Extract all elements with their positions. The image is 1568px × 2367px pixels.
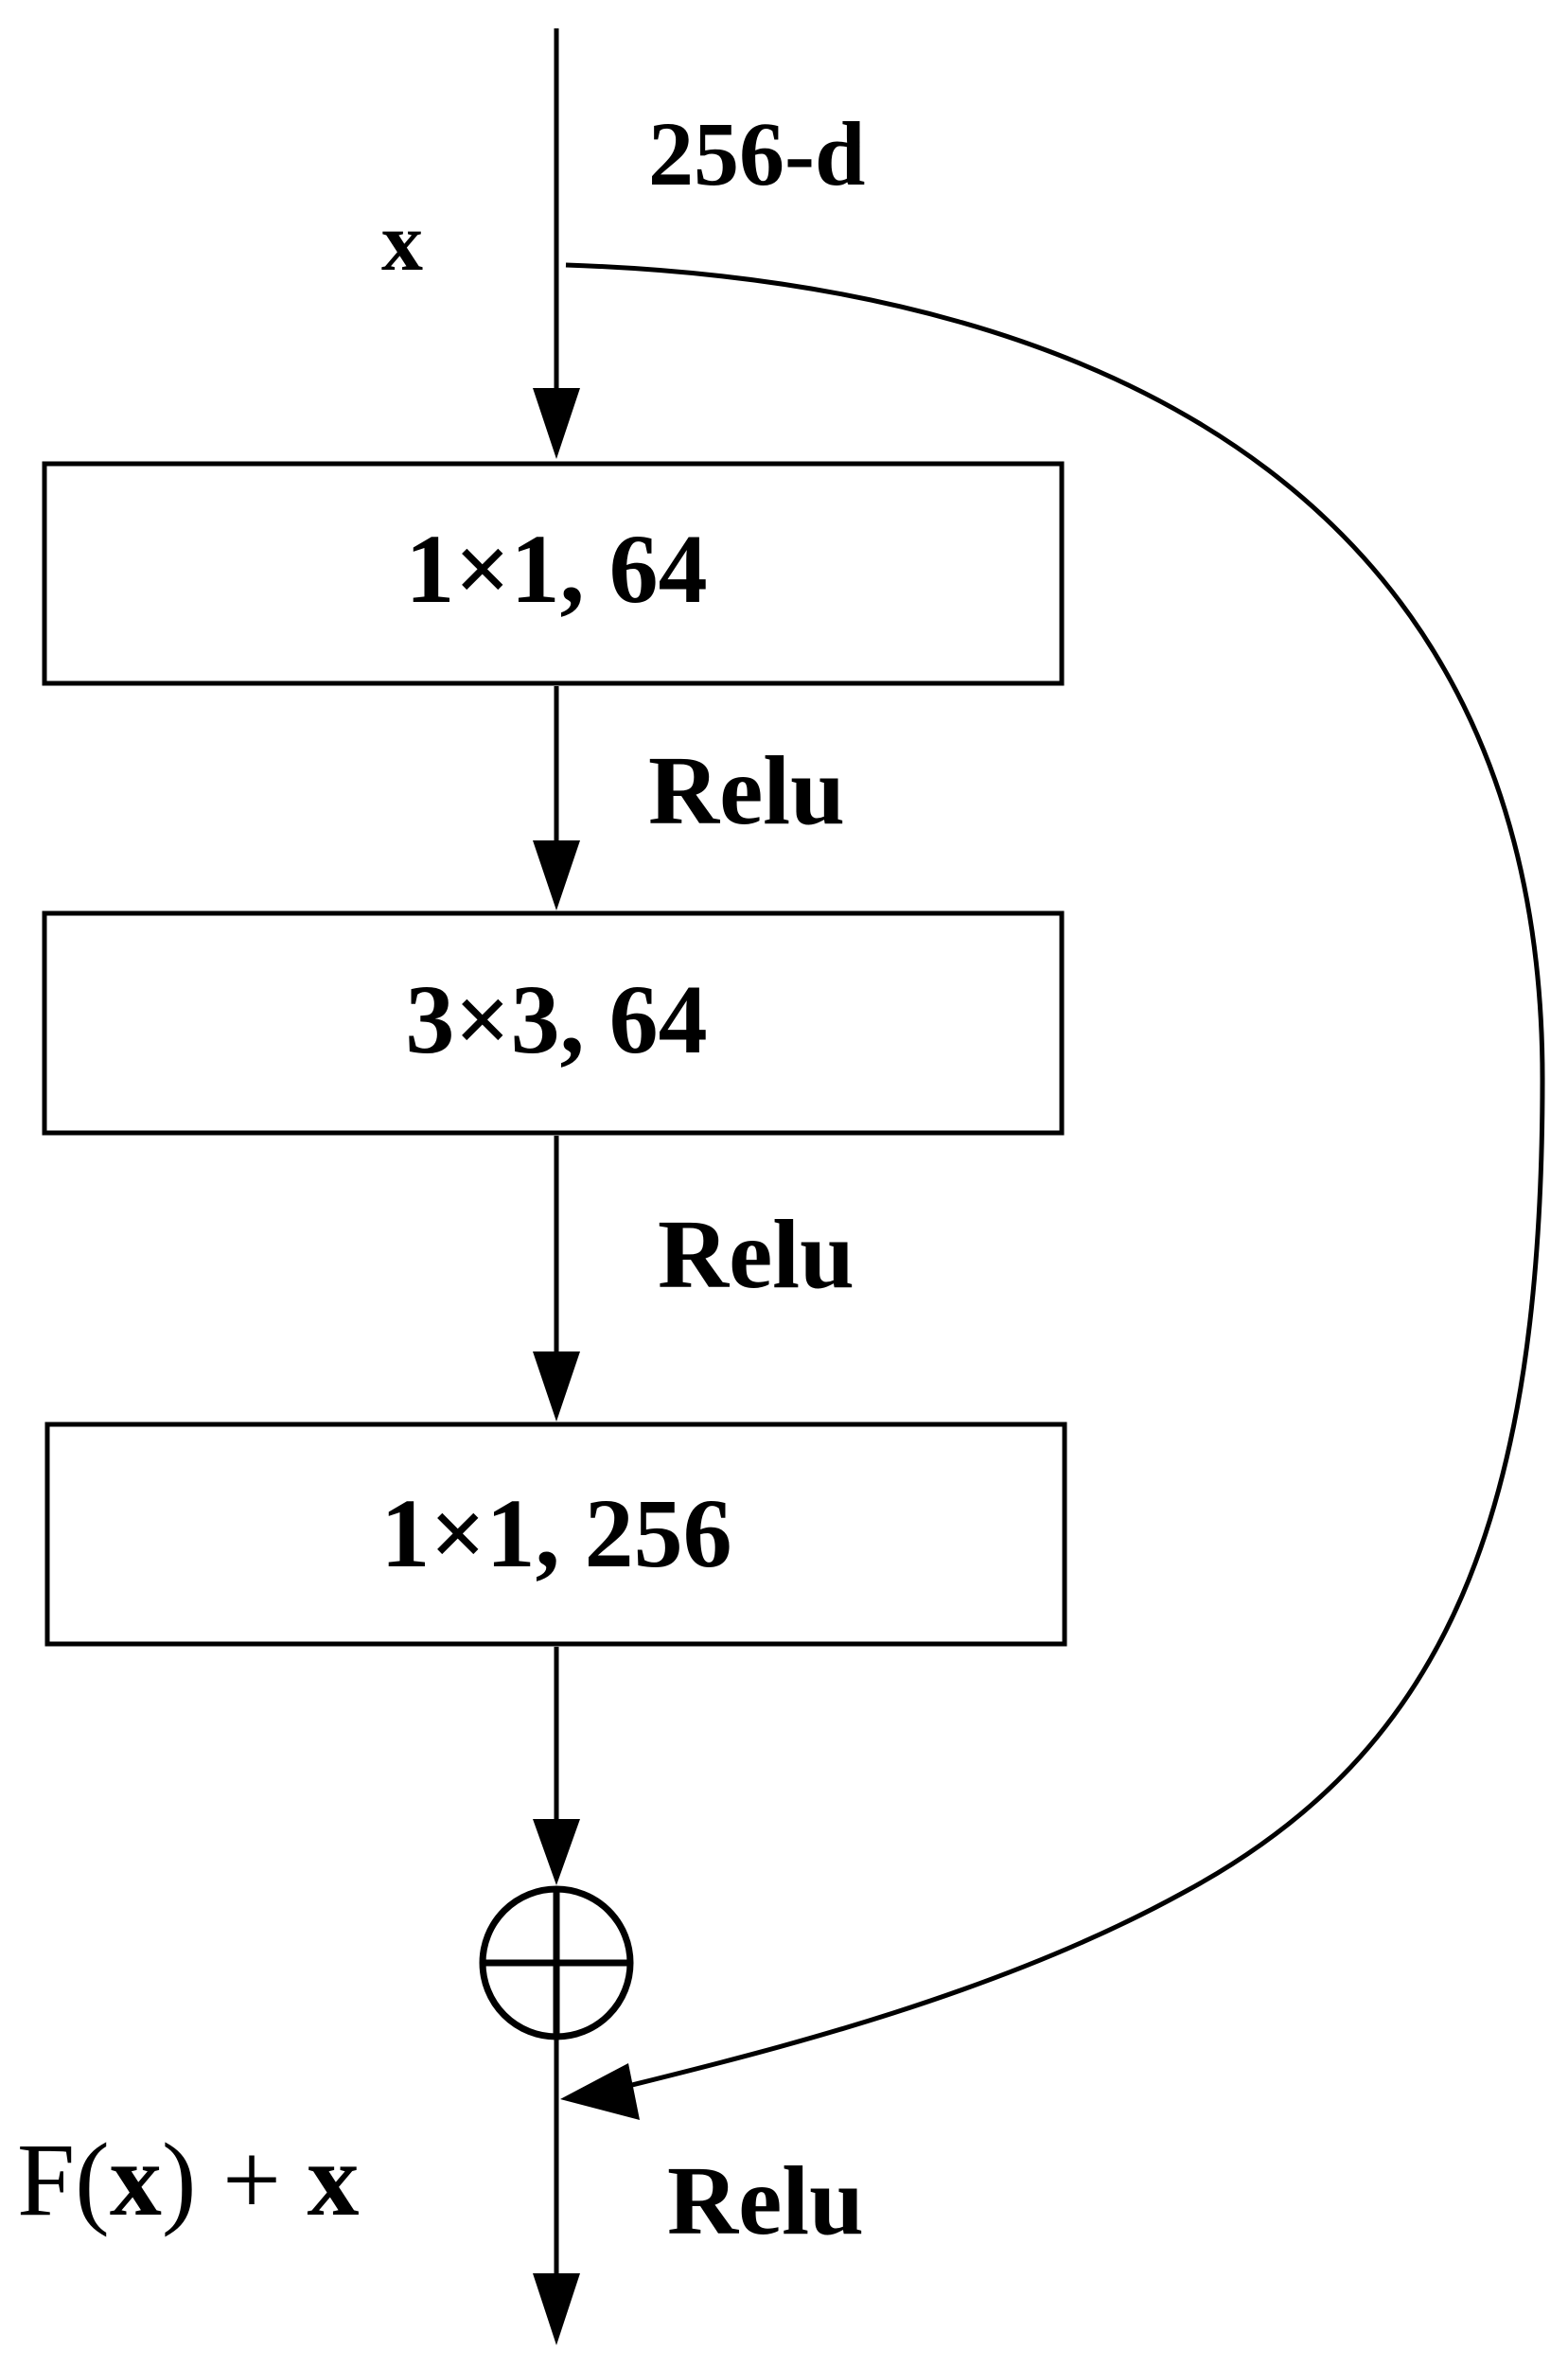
layer-box-3 xyxy=(44,1422,1067,1647)
input-x-label: x xyxy=(381,197,423,289)
output-formula-label: F(x) + x xyxy=(17,2122,359,2237)
layer-box-2-label: 3×3, 64 xyxy=(405,965,707,1074)
skip-connection-arrowhead xyxy=(560,2063,640,2120)
arrow-1-2-head xyxy=(533,840,580,910)
arrow-2-3-head xyxy=(533,1351,580,1422)
relu-label-2: Relu xyxy=(658,1200,854,1309)
input-arrowhead xyxy=(533,388,580,459)
output-arrowhead xyxy=(533,2273,580,2345)
input-dim-label: 256-d xyxy=(648,103,865,204)
layer-box-1-label: 1×1, 64 xyxy=(405,515,707,624)
arrow-3-sum-head xyxy=(533,1819,580,1885)
relu-label-1: Relu xyxy=(648,736,845,845)
layer-box-2 xyxy=(42,910,1065,1136)
skip-connection-curve xyxy=(565,262,1545,2090)
layer-box-1 xyxy=(42,461,1065,686)
sum-icon xyxy=(479,1885,634,2040)
layer-box-3-label: 1×1, 256 xyxy=(380,1479,731,1588)
relu-label-3: Relu xyxy=(667,2146,864,2255)
